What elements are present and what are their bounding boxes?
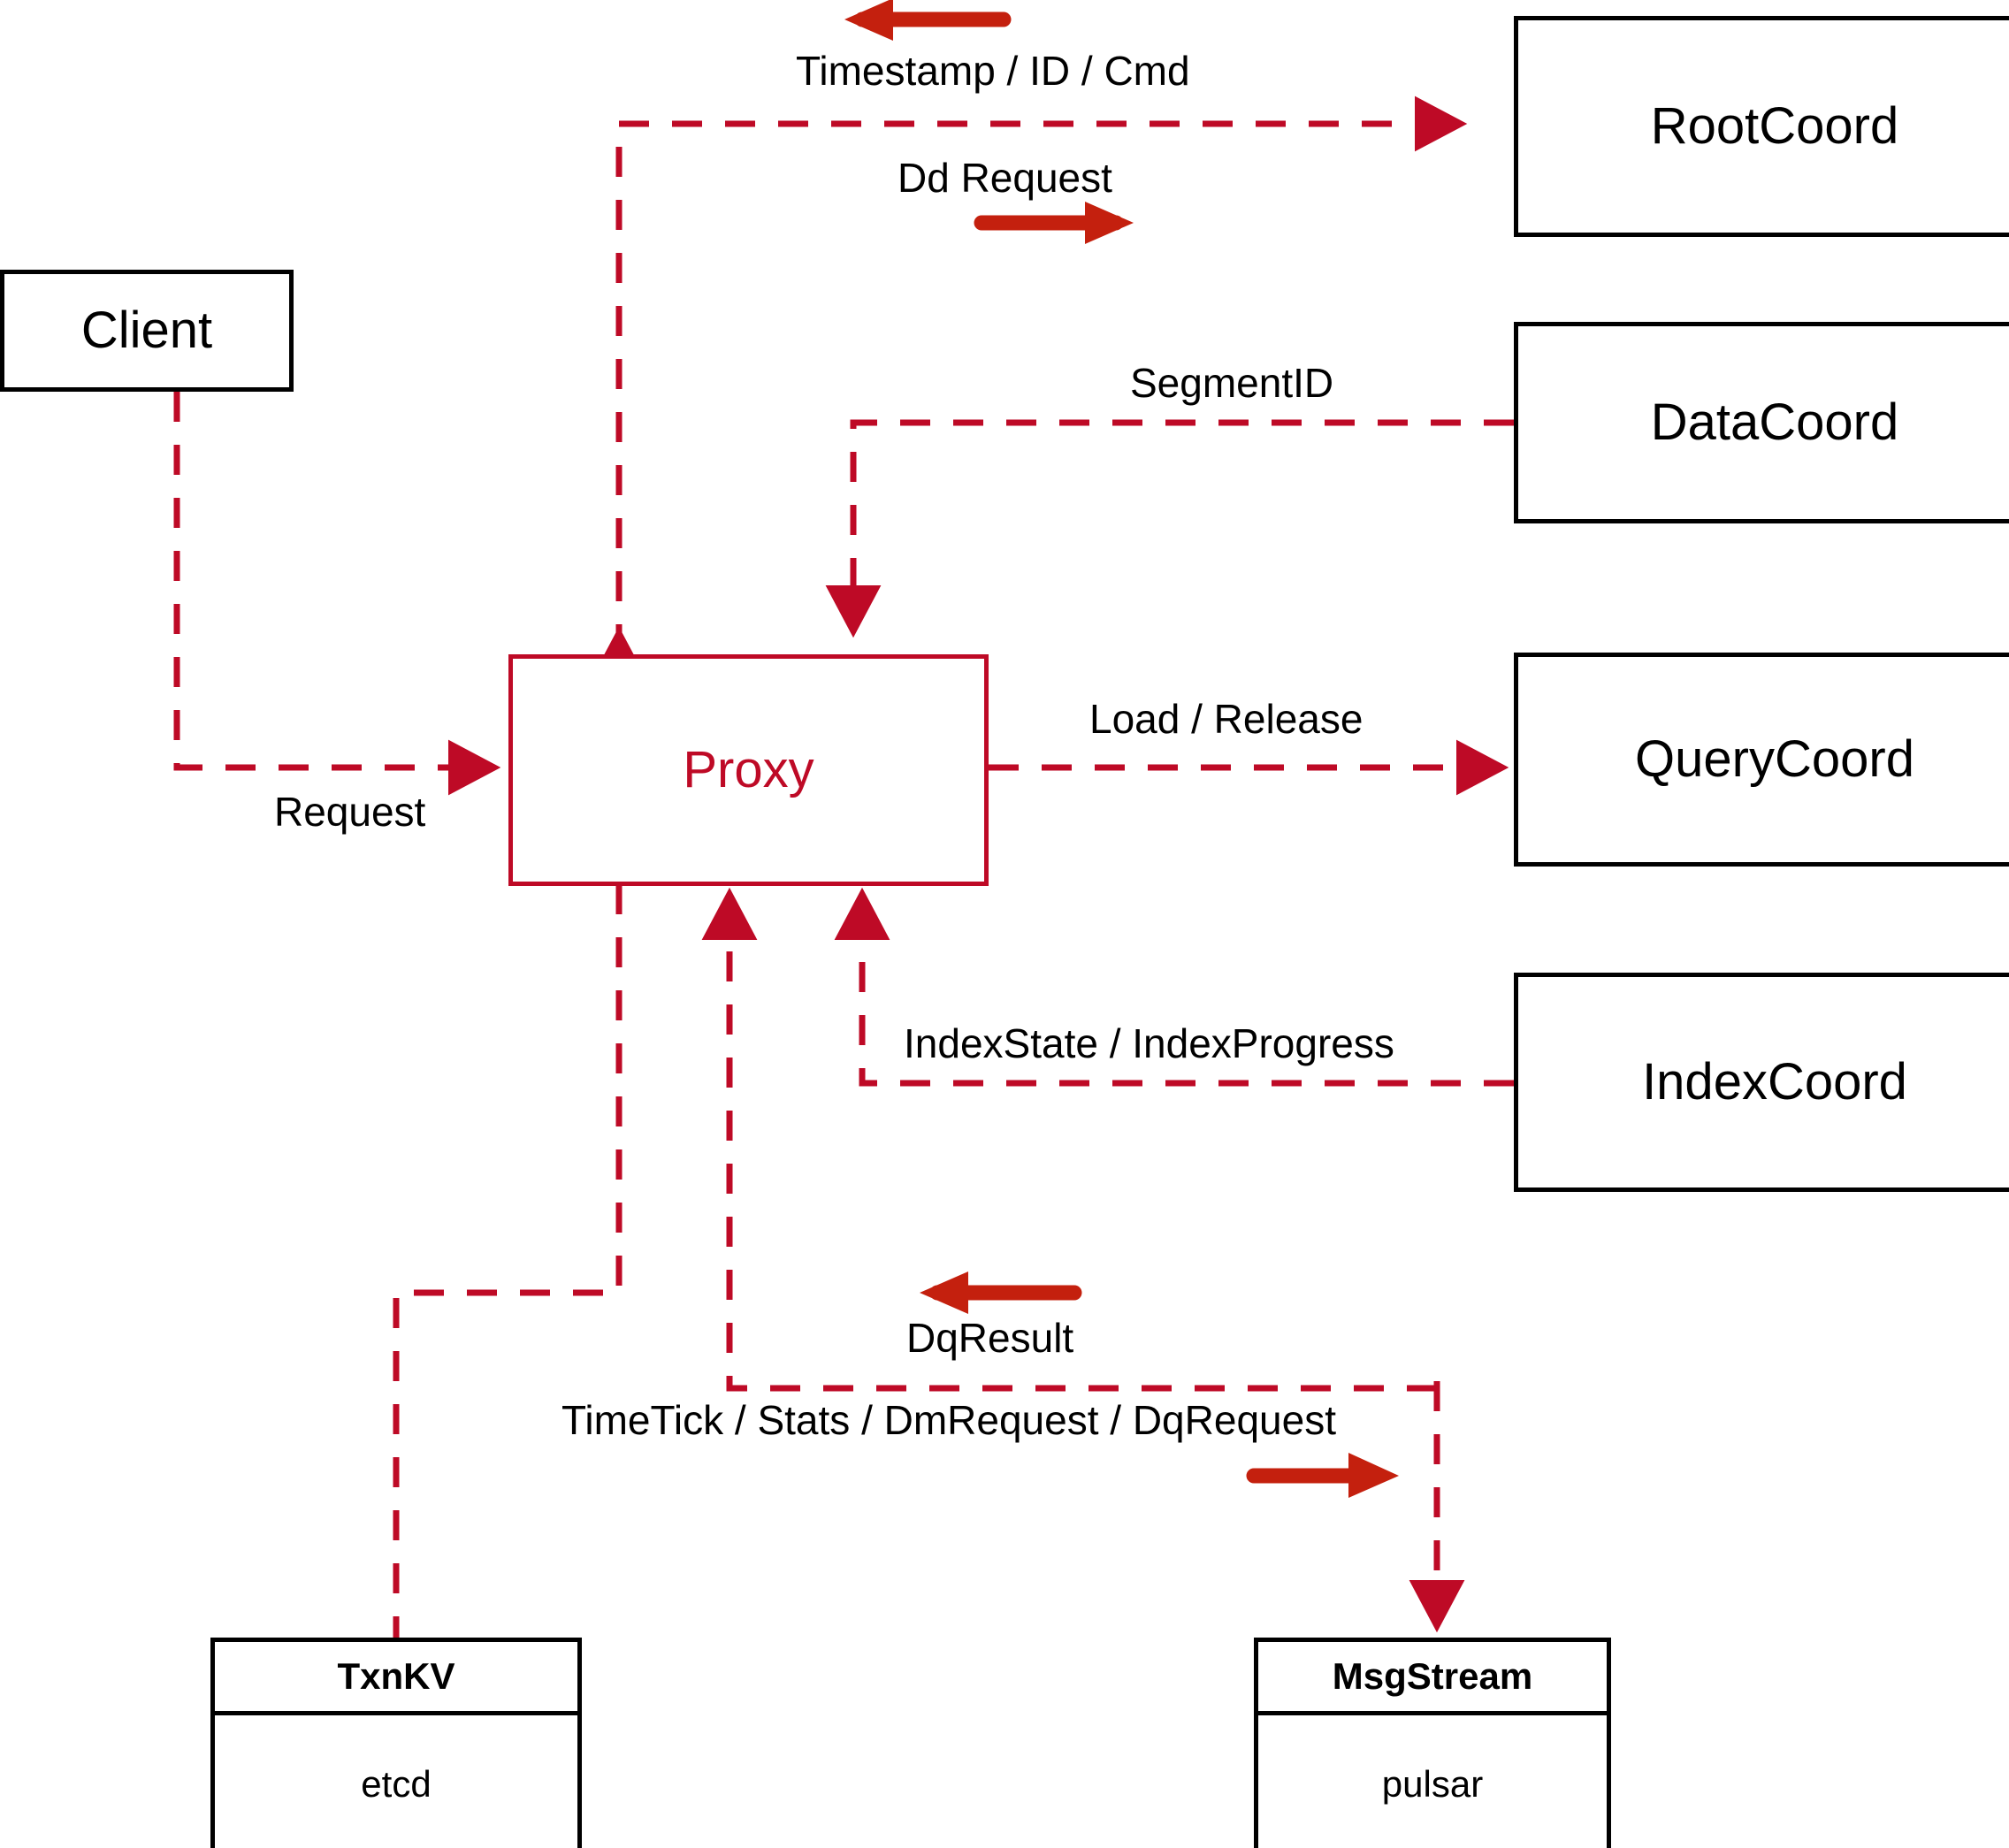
edge-label-index-state-progress: IndexState / IndexProgress	[904, 1020, 1394, 1066]
timestamp-direction-arrow	[844, 0, 1012, 41]
edge-label-dd-request: Dd Request	[898, 155, 1112, 201]
edge-label-timestamp-id-cmd: Timestamp / ID / Cmd	[796, 48, 1190, 94]
edge-label-load-release: Load / Release	[1089, 696, 1364, 742]
node-client-label: Client	[80, 302, 213, 359]
edge-client-to-proxy	[173, 392, 501, 796]
edge-indexcoord-to-proxy	[834, 887, 1514, 1087]
edge-proxy-to-rootcoord	[591, 95, 1468, 680]
edge-msgstream-to-proxy	[701, 887, 1465, 1633]
edge-proxy-to-txnkv	[393, 884, 623, 1638]
node-client[interactable]: Client	[0, 270, 294, 392]
node-msgstream[interactable]: MsgStream pulsar	[1254, 1638, 1611, 1848]
node-txnkv-body: etcd	[361, 1762, 432, 1805]
node-rootcoord-label: RootCoord	[1650, 97, 1899, 155]
edge-datacoord-to-proxy	[825, 419, 1514, 638]
edge-label-segment-id: SegmentID	[1130, 360, 1334, 406]
edge-label-timetick-stats: TimeTick / Stats / DmRequest / DqRequest	[561, 1397, 1336, 1443]
node-txnkv-header: TxnKV	[215, 1642, 577, 1715]
node-datacoord-label: DataCoord	[1650, 393, 1899, 451]
node-proxy-label: Proxy	[683, 741, 814, 798]
node-indexcoord[interactable]: IndexCoord	[1514, 973, 2009, 1192]
node-indexcoord-label: IndexCoord	[1642, 1053, 1907, 1111]
edge-label-request: Request	[274, 789, 426, 835]
node-txnkv[interactable]: TxnKV etcd	[210, 1638, 582, 1848]
dqrequest-direction-arrow	[1246, 1453, 1399, 1498]
node-querycoord[interactable]: QueryCoord	[1514, 653, 2009, 867]
dd-request-direction-arrow	[974, 202, 1134, 244]
node-msgstream-header: MsgStream	[1258, 1642, 1607, 1715]
dqresult-direction-arrow	[920, 1271, 1082, 1314]
edge-label-dq-result: DqResult	[906, 1315, 1074, 1361]
node-proxy[interactable]: Proxy	[508, 654, 989, 886]
node-querycoord-label: QueryCoord	[1635, 730, 1914, 788]
node-msgstream-body: pulsar	[1381, 1762, 1484, 1805]
node-rootcoord[interactable]: RootCoord	[1514, 16, 2009, 237]
node-datacoord[interactable]: DataCoord	[1514, 322, 2009, 523]
